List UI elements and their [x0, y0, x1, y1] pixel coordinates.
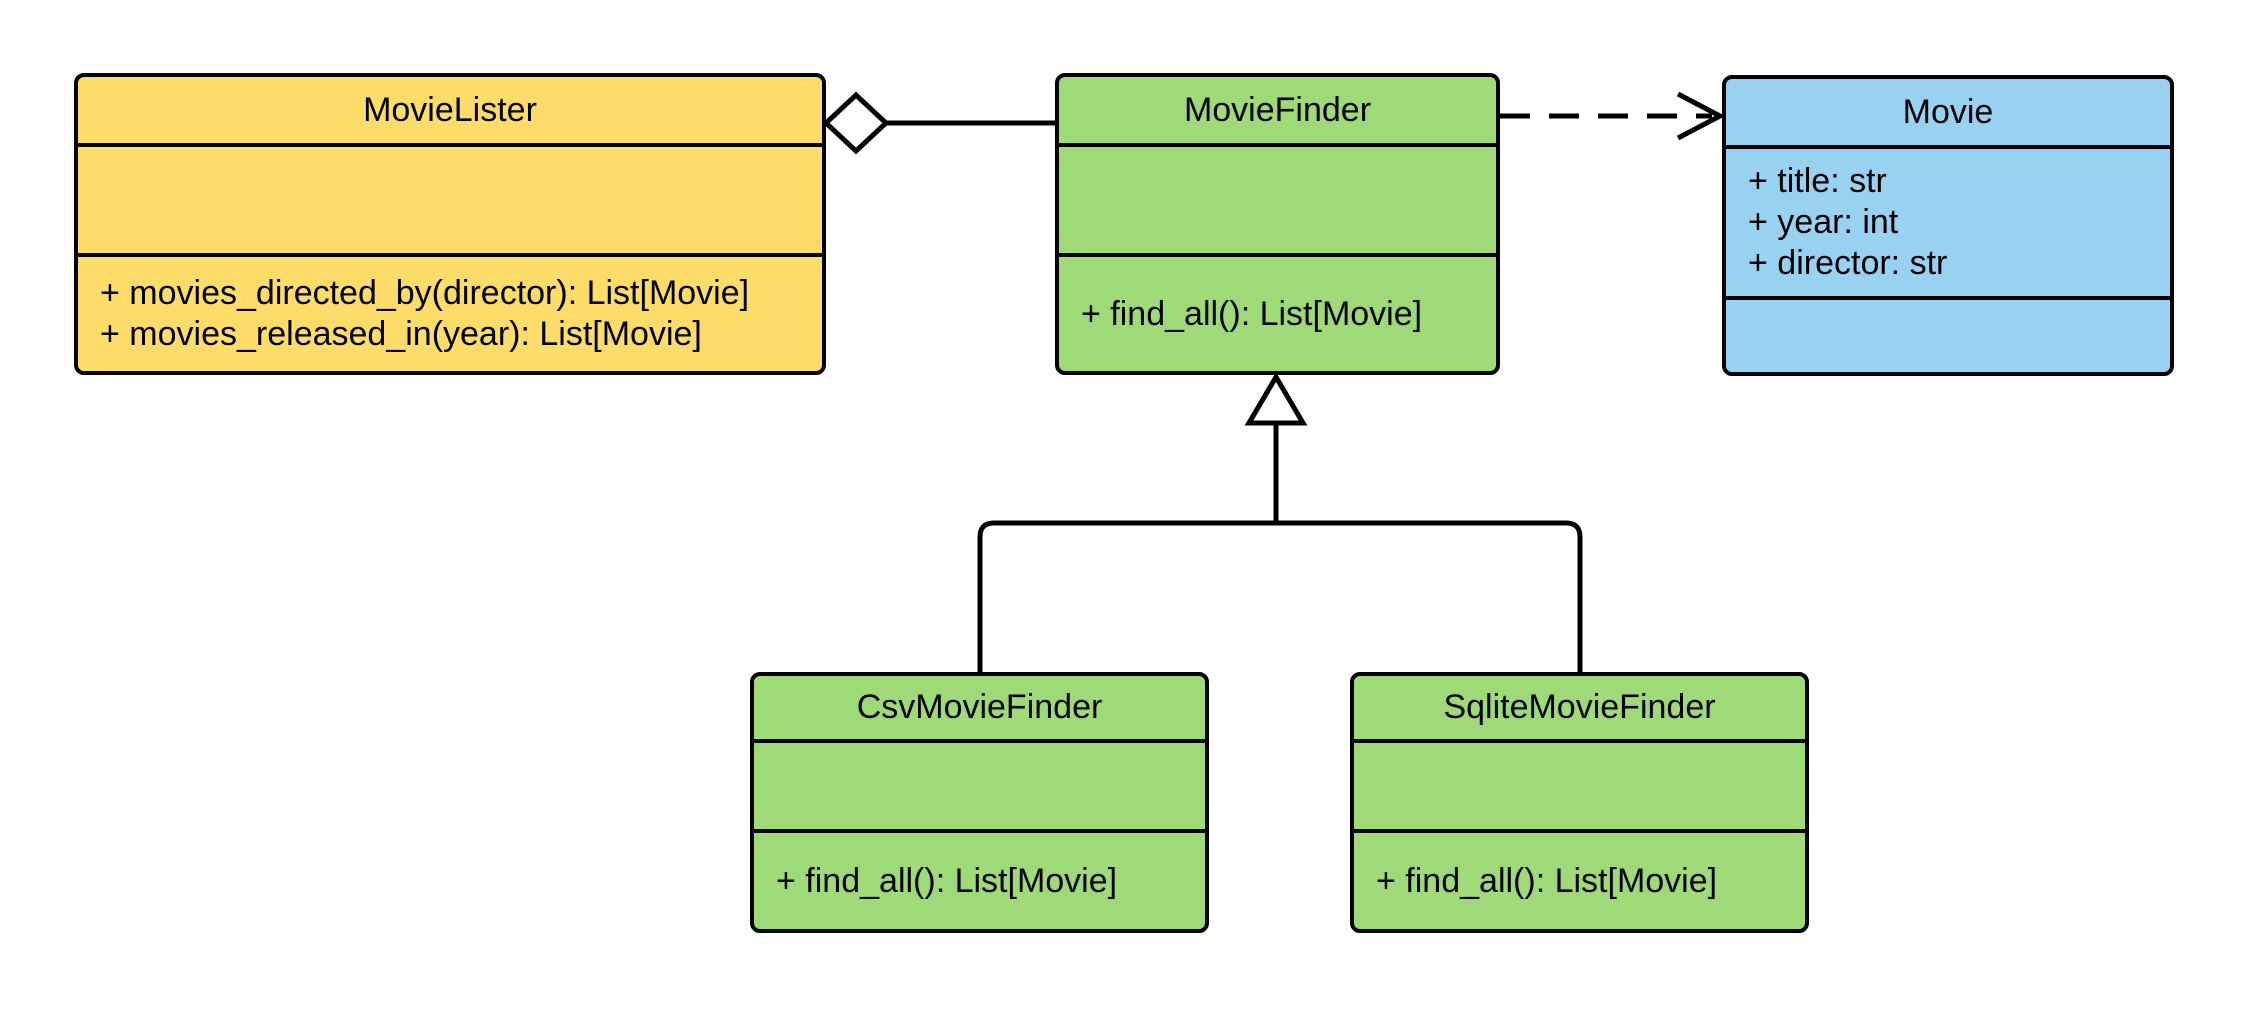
method-find-all-sqlitemoviefinder: + find_all(): List[Movie]: [1376, 861, 1718, 900]
class-box-movielister: MovieLister + movies_directed_by(directo…: [74, 73, 826, 375]
class-name-movie: Movie: [1902, 92, 1994, 131]
method-movies-directed-by: + movies_directed_by(director): List[Mov…: [100, 274, 750, 312]
attribute-year: + year: int: [1748, 203, 1899, 241]
method-movies-released-in: + movies_released_in(year): List[Movie]: [100, 315, 702, 353]
attribute-title: + title: str: [1748, 162, 1887, 200]
methods-section-csvmoviefinder: + find_all(): List[Movie]: [754, 829, 1205, 929]
attribute-director: + director: str: [1748, 244, 1948, 282]
dependency-open-arrowhead-icon: [1676, 91, 1726, 141]
attributes-section-movie: + title: str + year: int + director: str: [1726, 145, 2170, 296]
class-name-moviefinder: MovieFinder: [1183, 90, 1372, 129]
generalization-branch-line: [977, 520, 1583, 672]
methods-section-movie: [1726, 296, 2170, 372]
method-find-all-csvmoviefinder: + find_all(): List[Movie]: [776, 861, 1118, 900]
methods-section-moviefinder: + find_all(): List[Movie]: [1059, 253, 1496, 371]
attributes-section-sqlitemoviefinder: [1354, 739, 1805, 829]
class-name-csvmoviefinder: CsvMovieFinder: [856, 688, 1103, 726]
methods-section-sqlitemoviefinder: + find_all(): List[Movie]: [1354, 829, 1805, 929]
class-box-moviefinder: MovieFinder + find_all(): List[Movie]: [1055, 73, 1500, 375]
class-name-sqlitemoviefinder: SqliteMovieFinder: [1443, 688, 1716, 726]
generalization-triangle-icon: [1244, 372, 1308, 426]
attributes-section-movielister: [78, 143, 822, 253]
class-box-movie: Movie + title: str + year: int + directo…: [1722, 75, 2174, 376]
methods-section-movielister: + movies_directed_by(director): List[Mov…: [78, 253, 822, 371]
attributes-section-moviefinder: [1059, 143, 1496, 253]
class-box-csvmoviefinder: CsvMovieFinder + find_all(): List[Movie]: [750, 672, 1209, 933]
class-name-movielister: MovieLister: [363, 90, 537, 129]
class-box-sqlitemoviefinder: SqliteMovieFinder + find_all(): List[Mov…: [1350, 672, 1809, 933]
method-find-all-moviefinder: + find_all(): List[Movie]: [1081, 294, 1423, 333]
attributes-section-csvmoviefinder: [754, 739, 1205, 829]
aggregation-diamond-icon: [822, 91, 890, 155]
